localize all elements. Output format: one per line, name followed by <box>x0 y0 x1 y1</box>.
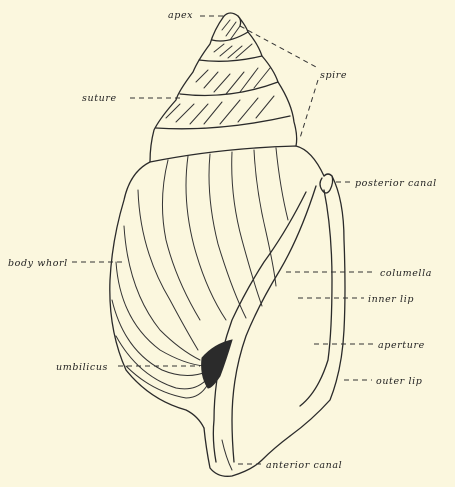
spire-right-outline <box>238 16 297 146</box>
labels: apex spire suture posterior canal body w… <box>8 10 437 471</box>
label-aperture: aperture <box>378 340 425 351</box>
label-posterior-canal: posterior canal <box>355 178 437 189</box>
body-growth-lines <box>112 148 288 398</box>
label-umbilicus: umbilicus <box>56 362 108 373</box>
label-spire: spire <box>320 70 347 81</box>
body-whorl <box>110 146 324 428</box>
label-columella: columella <box>380 268 432 279</box>
spire-leader-b <box>300 80 318 138</box>
body-whorl-shoulder <box>150 146 324 176</box>
umbilicus-shading <box>202 340 232 388</box>
label-outer-lip: outer lip <box>376 376 422 387</box>
label-inner-lip: inner lip <box>368 294 414 305</box>
inner-lip-edge <box>232 186 316 462</box>
posterior-canal-curl <box>320 174 333 193</box>
label-suture: suture <box>82 93 117 104</box>
label-anterior-canal: anterior canal <box>266 460 342 471</box>
spire <box>150 13 297 162</box>
outer-lip-edge <box>290 176 345 436</box>
suture-line-2 <box>199 56 262 61</box>
label-body-whorl: body whorl <box>8 258 68 269</box>
aperture-region <box>202 174 345 476</box>
anterior-canal-inner <box>222 440 232 470</box>
spire-leader-a <box>240 26 318 68</box>
label-apex: apex <box>168 10 193 21</box>
columella-edge <box>213 192 306 462</box>
suture-line-3 <box>180 82 278 96</box>
spire-left-outline <box>150 16 224 162</box>
